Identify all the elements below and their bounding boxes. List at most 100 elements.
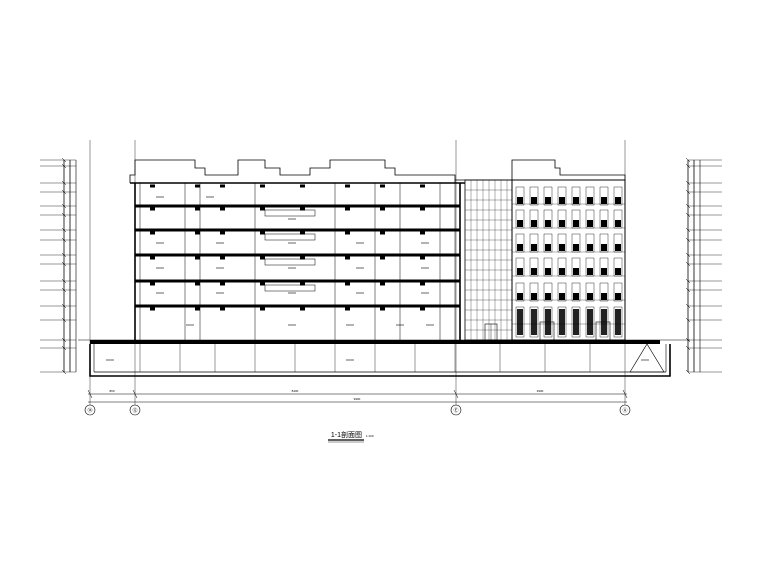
window-spandrel bbox=[601, 244, 607, 251]
beam bbox=[260, 231, 265, 235]
room-labels bbox=[106, 196, 649, 361]
scale-tick-mark bbox=[685, 180, 691, 186]
scale-tick-mark bbox=[685, 203, 691, 209]
window-frame bbox=[585, 186, 595, 206]
dim-bay-1: 800 bbox=[109, 389, 114, 393]
scale-tick-mark bbox=[61, 278, 67, 284]
scale-tick-mark bbox=[685, 287, 691, 293]
window-spandrel bbox=[601, 268, 607, 275]
floor-slab bbox=[135, 204, 460, 208]
beam bbox=[300, 231, 305, 235]
window-spandrel bbox=[587, 293, 593, 300]
beam bbox=[380, 231, 385, 235]
window-spandrel bbox=[517, 244, 523, 251]
beam bbox=[300, 184, 305, 188]
window-frame bbox=[599, 282, 609, 302]
dim-overall: 9900 bbox=[354, 397, 361, 401]
window-frame bbox=[585, 282, 595, 302]
beam bbox=[300, 282, 305, 286]
window-glass bbox=[559, 309, 565, 335]
axis-label-14: ⑭ bbox=[87, 407, 92, 414]
window-spandrel bbox=[615, 220, 621, 227]
beam bbox=[260, 184, 265, 188]
scale-tick-mark bbox=[685, 157, 691, 163]
opening bbox=[264, 209, 316, 217]
window-spandrel bbox=[573, 197, 579, 204]
beam bbox=[150, 207, 155, 211]
beam bbox=[345, 207, 350, 211]
window-spandrel bbox=[601, 220, 607, 227]
window-frame bbox=[515, 186, 525, 206]
scale-tick-mark bbox=[61, 303, 67, 309]
axis-bubble-14 bbox=[84, 404, 96, 416]
scale-tick-mark bbox=[685, 369, 691, 375]
scale-tick-mark bbox=[61, 163, 67, 169]
beam bbox=[420, 256, 425, 260]
window-spandrel bbox=[517, 197, 523, 204]
window-spandrel bbox=[545, 268, 551, 275]
beam bbox=[345, 307, 350, 311]
scale-tick-mark bbox=[61, 227, 67, 233]
scale-tick-mark bbox=[61, 157, 67, 163]
scale-tick-mark bbox=[685, 163, 691, 169]
window-spandrel bbox=[587, 244, 593, 251]
window-spandrel bbox=[531, 220, 537, 227]
scale-tick-mark bbox=[61, 212, 67, 218]
beam bbox=[195, 184, 200, 188]
window-spandrel bbox=[615, 268, 621, 275]
scale-tick-mark bbox=[61, 203, 67, 209]
beam bbox=[420, 184, 425, 188]
scale-tick-mark bbox=[685, 261, 691, 267]
window-spandrel bbox=[615, 293, 621, 300]
beam bbox=[345, 231, 350, 235]
window-spandrel bbox=[517, 293, 523, 300]
beam bbox=[420, 231, 425, 235]
floor-slab bbox=[135, 253, 460, 257]
axis-label-e: Ⓔ bbox=[453, 407, 458, 414]
beam bbox=[380, 256, 385, 260]
window-frame bbox=[529, 282, 539, 302]
window-spandrel bbox=[615, 197, 621, 204]
axis-label-12: ⑫ bbox=[132, 407, 137, 414]
window-spandrel bbox=[559, 268, 565, 275]
floor-slab bbox=[135, 228, 460, 232]
window-spandrel bbox=[517, 220, 523, 227]
window-frame bbox=[585, 306, 595, 338]
window-frame bbox=[613, 186, 623, 206]
beam bbox=[420, 282, 425, 286]
window-frame bbox=[571, 282, 581, 302]
opening bbox=[264, 258, 316, 266]
window-spandrel bbox=[531, 293, 537, 300]
window-frame bbox=[599, 186, 609, 206]
drawing-title: 1-1剖面图 1:100 bbox=[328, 430, 374, 443]
scale-tick-mark bbox=[61, 252, 67, 258]
window-spandrel bbox=[573, 244, 579, 251]
window-spandrel bbox=[587, 268, 593, 275]
window-frame bbox=[515, 282, 525, 302]
window-frame bbox=[571, 186, 581, 206]
window-spandrel bbox=[587, 220, 593, 227]
window-glass bbox=[531, 309, 537, 335]
window-glass bbox=[573, 309, 579, 335]
right-elevation-scale bbox=[685, 157, 722, 375]
beam bbox=[195, 231, 200, 235]
scale-tick-mark bbox=[685, 317, 691, 323]
scale-tick-mark bbox=[685, 237, 691, 243]
beam bbox=[195, 207, 200, 211]
window-frame bbox=[557, 282, 567, 302]
scale-tick-mark bbox=[61, 345, 67, 351]
beam bbox=[195, 307, 200, 311]
beam bbox=[380, 282, 385, 286]
beam bbox=[220, 184, 225, 188]
window-frame bbox=[571, 306, 581, 338]
window-spandrel bbox=[587, 197, 593, 204]
beam bbox=[345, 282, 350, 286]
beam bbox=[380, 307, 385, 311]
scale-tick-mark bbox=[685, 189, 691, 195]
axis-bubble-e bbox=[450, 404, 462, 416]
window-frame bbox=[543, 282, 553, 302]
window-spandrel bbox=[601, 293, 607, 300]
beam bbox=[220, 231, 225, 235]
window-spandrel bbox=[573, 268, 579, 275]
scale-tick-mark bbox=[61, 369, 67, 375]
